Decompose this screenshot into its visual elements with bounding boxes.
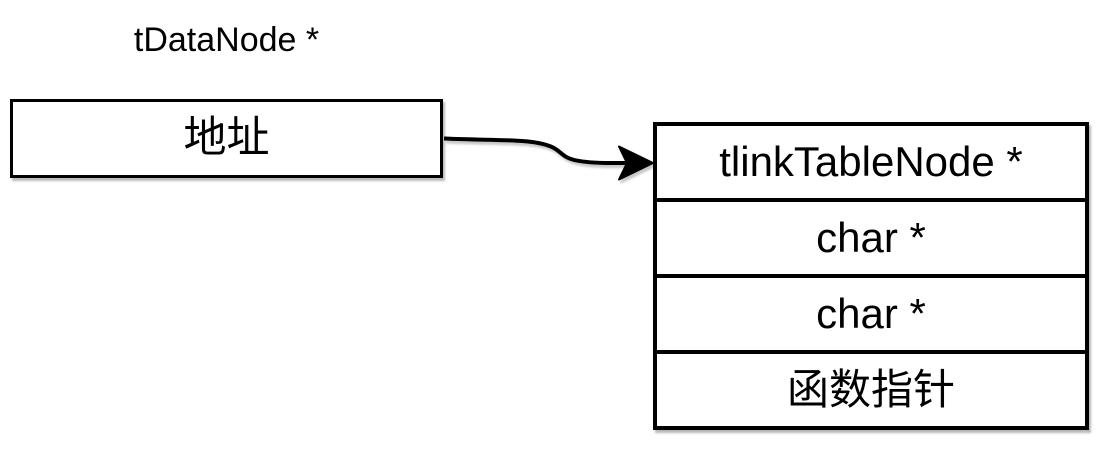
address-node-box: 地址 xyxy=(10,99,443,178)
struct-row: tlinkTableNode * xyxy=(657,126,1085,198)
struct-node-table: tlinkTableNode * char * char * 函数指针 xyxy=(653,122,1089,430)
struct-row: char * xyxy=(657,274,1085,350)
struct-row: char * xyxy=(657,198,1085,274)
struct-row-label: 函数指针 xyxy=(786,366,955,413)
address-node-label: 地址 xyxy=(183,114,270,162)
struct-row: 函数指针 xyxy=(657,350,1085,426)
arrowhead-icon xyxy=(618,145,654,181)
struct-row-label: char * xyxy=(816,214,926,261)
arrow-line xyxy=(443,136,630,165)
struct-row-label: tlinkTableNode * xyxy=(719,138,1023,185)
pointer-type-label: tDataNode * xyxy=(133,21,320,59)
struct-row-label: char * xyxy=(816,290,926,337)
